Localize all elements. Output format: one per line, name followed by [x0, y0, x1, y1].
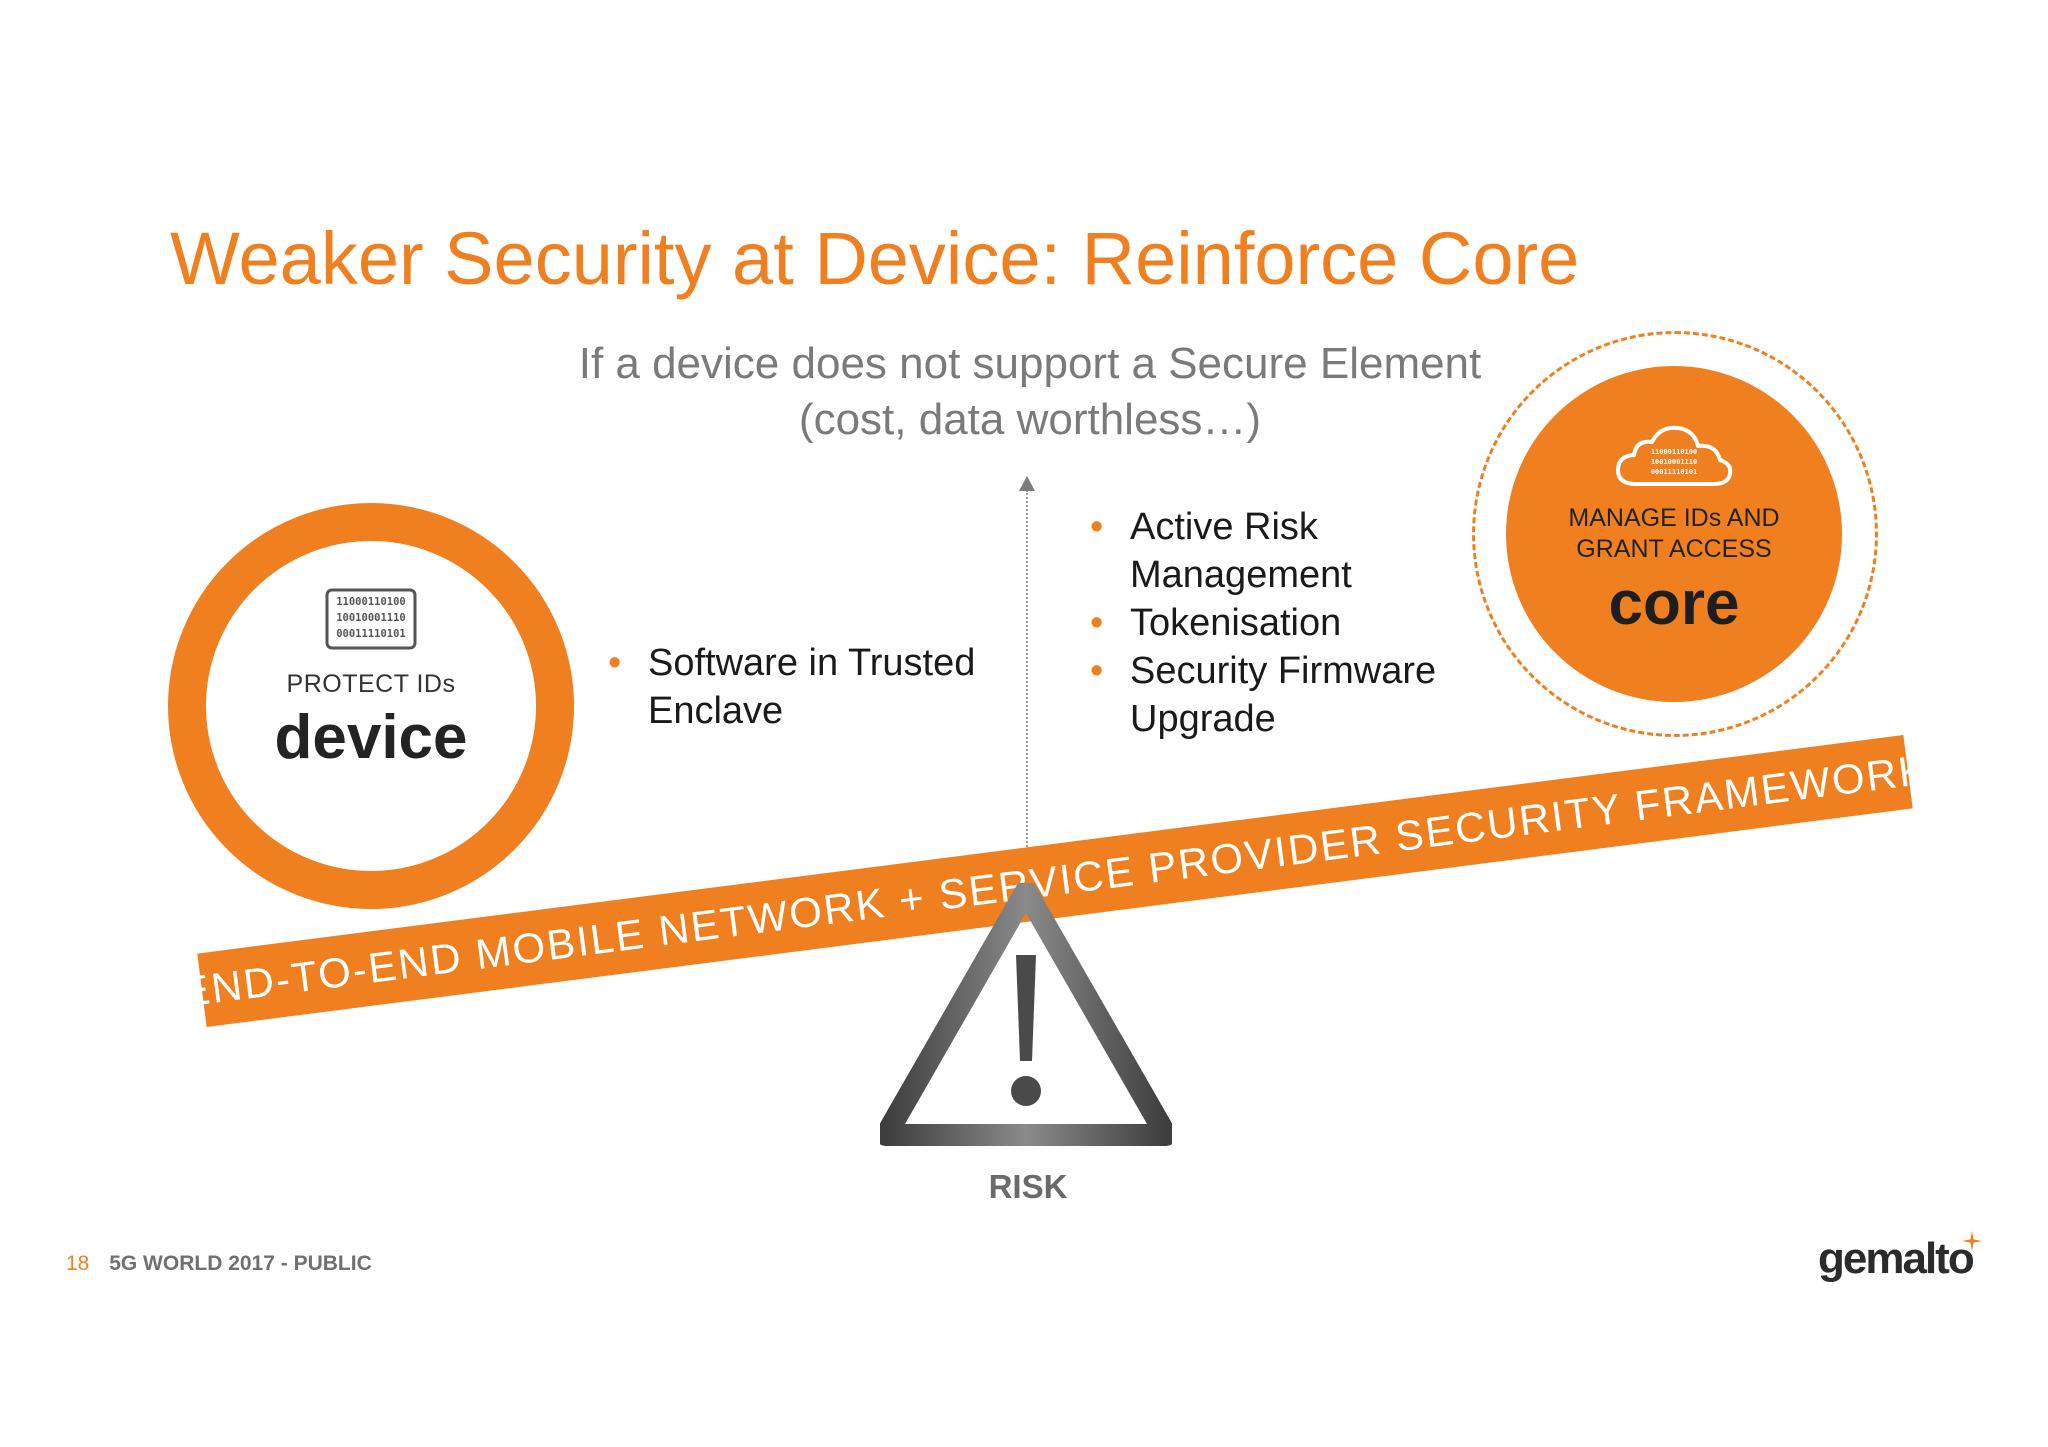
- gemalto-logo: gemalto: [1818, 1230, 1986, 1288]
- core-word: core: [1608, 569, 1740, 638]
- slide-subtitle: If a device does not support a Secure El…: [500, 336, 1560, 448]
- core-bullet-list: Active Risk Management Tokenisation Secu…: [1090, 503, 1510, 743]
- subtitle-line: (cost, data worthless…): [798, 395, 1262, 444]
- device-word: device: [274, 703, 468, 772]
- binary-line: 11000110100: [1651, 448, 1697, 456]
- page-number: 18: [66, 1252, 90, 1275]
- core-label-line: MANAGE IDs AND: [1568, 504, 1780, 532]
- bullet-item: Active Risk Management: [1090, 503, 1510, 599]
- binary-line: 11000110100: [336, 596, 406, 608]
- core-disc: [1506, 366, 1842, 702]
- bullet-item: Security Firmware Upgrade: [1090, 647, 1510, 743]
- binary-line: 00011110101: [336, 628, 406, 640]
- slide-title: Weaker Security at Device: Reinforce Cor…: [170, 217, 1580, 300]
- binary-line: 10010001110: [336, 612, 406, 624]
- core-label-line: GRANT ACCESS: [1576, 535, 1772, 563]
- star-cross-icon: [1962, 1231, 1982, 1251]
- binary-line: 00011110101: [1651, 468, 1697, 476]
- device-label: PROTECT IDs: [286, 670, 456, 698]
- footer-text: 5G WORLD 2017 - PUBLIC: [109, 1252, 372, 1275]
- footer: 18 5G WORLD 2017 - PUBLIC: [66, 1252, 372, 1276]
- binary-chip-icon: 11000110100 10010001110 00011110101: [325, 588, 417, 650]
- logo-text: gemalto: [1818, 1234, 1975, 1283]
- risk-label: RISK: [988, 1168, 1068, 1205]
- arrow-up-icon: [1019, 476, 1035, 491]
- subtitle-line: If a device does not support a Secure El…: [578, 339, 1482, 388]
- core-label: MANAGE IDs AND GRANT ACCESS: [1520, 503, 1828, 565]
- bullet-item: Software in Trusted Enclave: [608, 639, 1028, 735]
- bullet-item: Tokenisation: [1090, 599, 1510, 647]
- warning-triangle-icon: [880, 883, 1172, 1146]
- binary-cloud-icon: 11000110100 10010001110 00011110101: [1616, 425, 1733, 486]
- binary-line: 10010001110: [1651, 458, 1697, 466]
- device-bullet-list: Software in Trusted Enclave: [608, 639, 1028, 735]
